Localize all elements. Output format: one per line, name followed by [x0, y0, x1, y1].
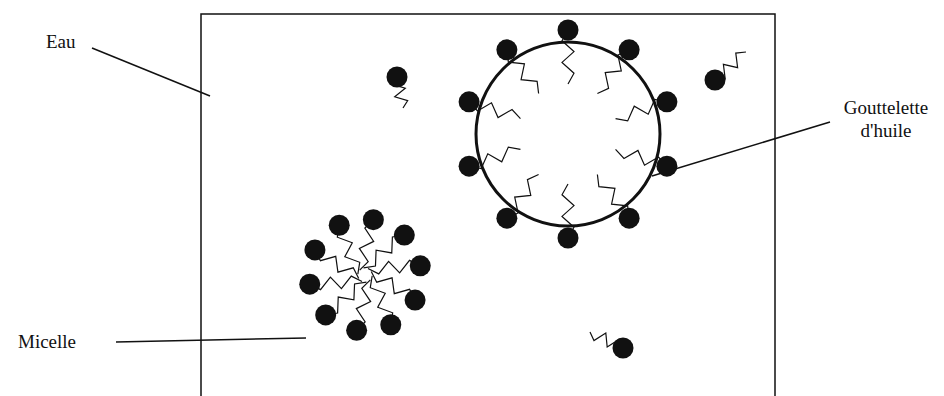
- micelle-surfactant: [329, 215, 360, 274]
- micelle-surfactant: [368, 255, 431, 276]
- hydrophilic-head: [656, 91, 677, 112]
- hydrophilic-head: [304, 239, 325, 260]
- micelle-surfactant: [299, 274, 362, 295]
- surfactant-molecule: [616, 149, 678, 176]
- hydrophilic-head: [558, 20, 579, 41]
- micelle-surfactant: [370, 276, 401, 335]
- hydrophilic-head: [459, 91, 480, 112]
- hydrophilic-head: [410, 255, 431, 276]
- free-surfactant: [705, 52, 747, 91]
- hydrophilic-head: [387, 67, 408, 88]
- hydrophilic-head: [496, 39, 517, 60]
- surfactant-molecule: [496, 174, 538, 228]
- hydrophilic-head: [346, 320, 367, 341]
- surfactant-molecule: [459, 147, 521, 177]
- micelle-surfactant: [359, 209, 384, 270]
- surfactant-molecule: [597, 174, 639, 228]
- leader-line: [92, 48, 210, 96]
- hydrophilic-head: [705, 70, 726, 91]
- leader-line: [652, 122, 830, 176]
- surfactant-molecule: [616, 91, 678, 121]
- surfactant-molecule: [597, 39, 639, 93]
- surfactant-molecule: [496, 39, 538, 93]
- part-label: Micelle: [18, 330, 76, 353]
- hydrophilic-head: [496, 208, 517, 229]
- hydrophilic-head: [405, 290, 426, 311]
- hydrophilic-head: [329, 215, 350, 236]
- hydrophilic-head: [613, 338, 634, 359]
- part-label: Gouttelette d'huile: [836, 96, 936, 142]
- part-label: Eau: [46, 30, 76, 53]
- hydrophilic-head: [459, 156, 480, 177]
- oil-droplet: [476, 42, 660, 226]
- hydrophilic-head: [299, 274, 320, 295]
- hydrophilic-head: [363, 209, 384, 230]
- free-surfactant: [590, 332, 634, 359]
- hydrophilic-head: [380, 314, 401, 335]
- surfactant-molecule: [459, 91, 521, 118]
- hydrophilic-head: [315, 304, 336, 325]
- hydrophilic-head: [619, 208, 640, 229]
- hydrophilic-head: [656, 156, 677, 177]
- hydrophilic-head: [558, 228, 579, 249]
- surfactant-molecule: [558, 184, 579, 249]
- leader-line: [116, 338, 306, 342]
- surfactant-molecule: [558, 20, 579, 85]
- micelle-surfactant: [346, 280, 371, 341]
- hydrophilic-head: [619, 39, 640, 60]
- free-surfactant: [387, 67, 408, 109]
- hydrophilic-head: [394, 225, 415, 246]
